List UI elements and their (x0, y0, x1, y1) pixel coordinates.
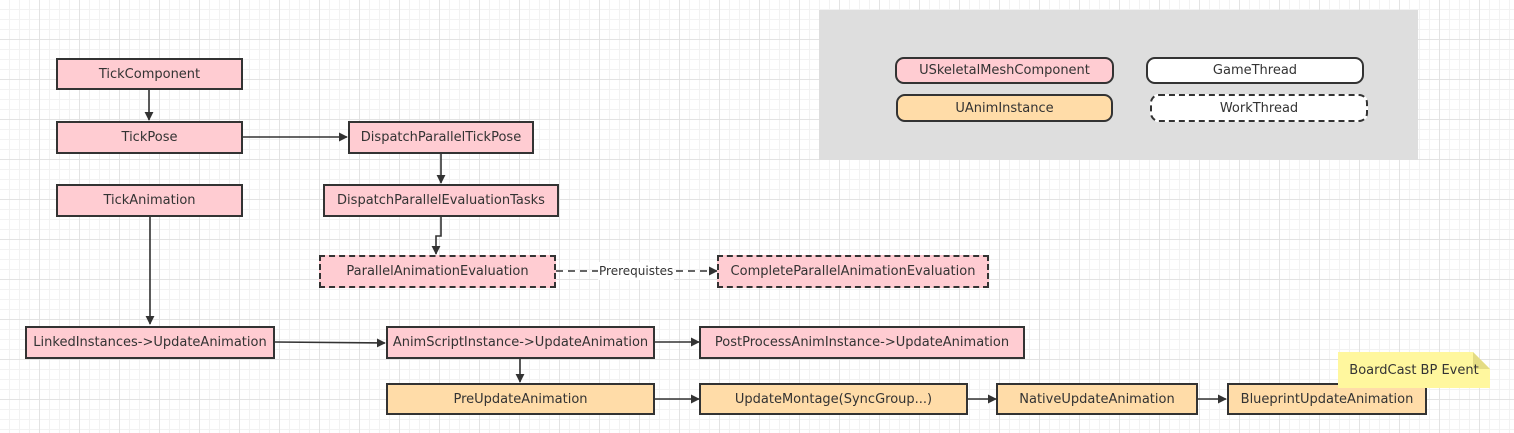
legend-gamethread[interactable]: GameThread (1146, 57, 1364, 84)
edge-linkedinstances-animscriptinstance (274, 338, 386, 348)
sticky-note[interactable] (1338, 352, 1490, 388)
node-linkedinstances-updateanimation[interactable]: LinkedInstances->UpdateAnimation (25, 326, 275, 359)
node-tickcomponent[interactable]: TickComponent (56, 58, 243, 90)
node-parallelanimationevaluation[interactable]: ParallelAnimationEvaluation (319, 255, 556, 288)
node-completeparallelanimationevaluation[interactable]: CompleteParallelAnimationEvaluation (717, 255, 989, 288)
legend-panel (819, 10, 1418, 160)
node-updatemontage[interactable]: UpdateMontage(SyncGroup...) (699, 383, 968, 415)
node-animscriptinstance-updateanimation[interactable]: AnimScriptInstance->UpdateAnimation (386, 326, 655, 359)
node-preupdateanimation[interactable]: PreUpdateAnimation (386, 383, 655, 415)
sticky-note-text: BoardCast BP Event (1349, 362, 1479, 378)
legend-uaniminstance[interactable]: UAnimInstance (896, 94, 1113, 122)
edge-evaluationtasks-parallelanimationevaluation (431, 217, 442, 255)
node-postprocessaniminstance-updateanimation[interactable]: PostProcessAnimInstance->UpdateAnimation (699, 326, 1025, 359)
legend-uskeletalmeshcomponent[interactable]: USkeletalMeshComponent (895, 57, 1114, 84)
node-dispatchparalleltickpose[interactable]: DispatchParallelTickPose (348, 121, 534, 154)
legend-workthread[interactable]: WorkThread (1150, 94, 1368, 122)
node-dispatchparallelevaluationtasks[interactable]: DispatchParallelEvaluationTasks (323, 184, 559, 217)
node-blueprintupdateanimation[interactable]: BlueprintUpdateAnimation (1227, 383, 1427, 415)
node-tickpose[interactable]: TickPose (56, 121, 243, 154)
edge-label-prerequistes: Prerequistes (598, 262, 675, 280)
node-nativeupdateanimation[interactable]: NativeUpdateAnimation (996, 383, 1198, 415)
node-tickanimation[interactable]: TickAnimation (56, 184, 243, 217)
